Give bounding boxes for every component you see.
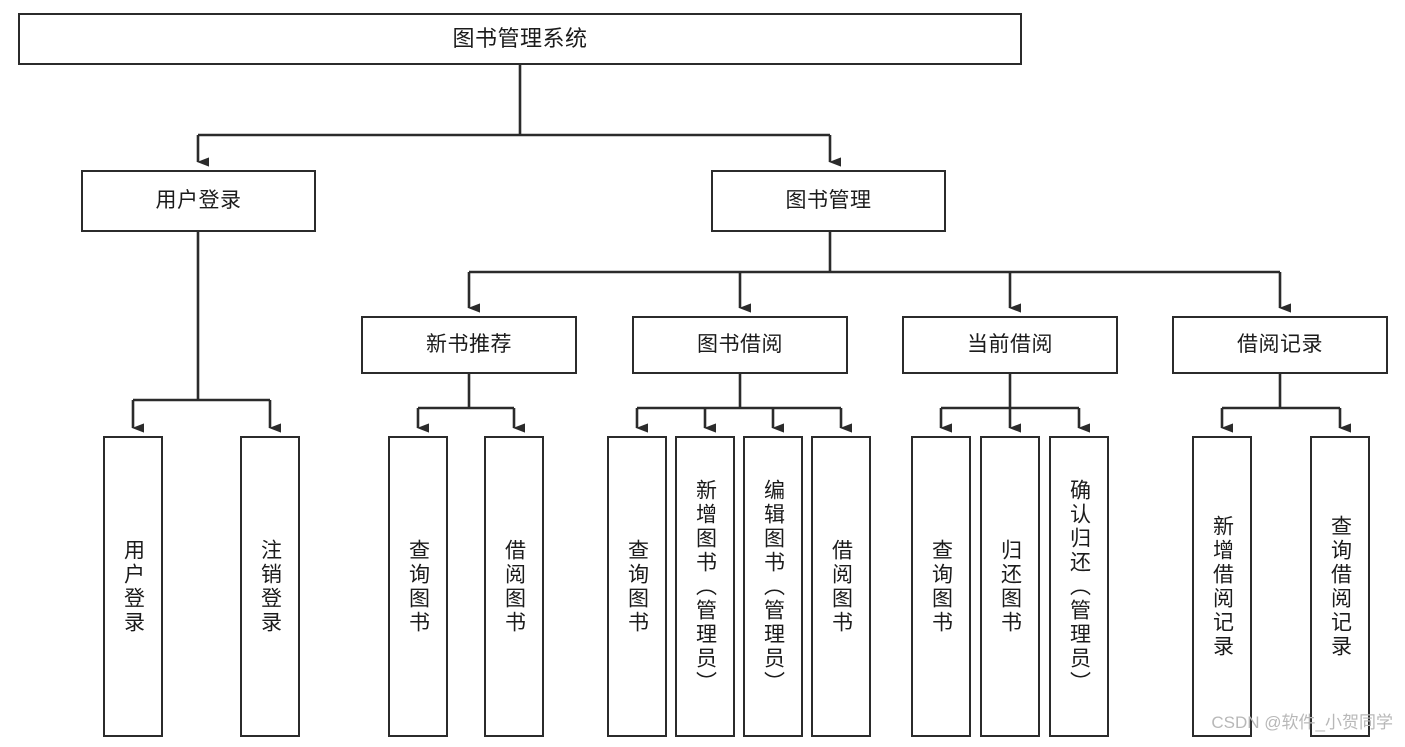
- node-borrow-record[interactable]: 借阅记录: [1172, 316, 1388, 374]
- node-leaf-query-record[interactable]: 查询借阅记录: [1310, 436, 1370, 737]
- node-book-borrow-label: 图书借阅: [697, 333, 783, 357]
- node-leaf-query-book-2[interactable]: 查询图书: [607, 436, 667, 737]
- node-leaf-add-record[interactable]: 新增借阅记录: [1192, 436, 1252, 737]
- node-leaf-add-book[interactable]: 新增图书（管理员）: [675, 436, 735, 737]
- node-leaf-logout-label: 注销登录: [258, 538, 282, 635]
- node-book-manage[interactable]: 图书管理: [711, 170, 946, 232]
- node-book-borrow[interactable]: 图书借阅: [632, 316, 848, 374]
- node-leaf-edit-book-label: 编辑图书（管理员）: [761, 478, 785, 695]
- node-leaf-query-book-2-label: 查询图书: [625, 538, 649, 635]
- node-leaf-edit-book[interactable]: 编辑图书（管理员）: [743, 436, 803, 737]
- node-leaf-add-book-label: 新增图书（管理员）: [693, 478, 717, 695]
- node-leaf-query-book-1[interactable]: 查询图书: [388, 436, 448, 737]
- node-leaf-borrow-book-2[interactable]: 借阅图书: [811, 436, 871, 737]
- node-leaf-confirm-return[interactable]: 确认归还（管理员）: [1049, 436, 1109, 737]
- node-current-borrow-label: 当前借阅: [967, 333, 1053, 357]
- node-borrow-record-label: 借阅记录: [1237, 333, 1323, 357]
- node-book-manage-label: 图书管理: [785, 189, 872, 213]
- node-leaf-query-book-1-label: 查询图书: [406, 538, 430, 635]
- node-new-book-recommend-label: 新书推荐: [426, 333, 512, 357]
- node-leaf-borrow-book-1[interactable]: 借阅图书: [484, 436, 544, 737]
- node-leaf-return-book-label: 归还图书: [998, 538, 1022, 635]
- node-user-login[interactable]: 用户登录: [81, 170, 316, 232]
- node-leaf-query-book-3[interactable]: 查询图书: [911, 436, 971, 737]
- node-new-book-recommend[interactable]: 新书推荐: [361, 316, 577, 374]
- node-leaf-borrow-book-2-label: 借阅图书: [829, 538, 853, 635]
- node-leaf-return-book[interactable]: 归还图书: [980, 436, 1040, 737]
- node-leaf-user-login-label: 用户登录: [121, 538, 145, 635]
- node-leaf-add-record-label: 新增借阅记录: [1210, 514, 1234, 659]
- node-leaf-borrow-book-1-label: 借阅图书: [502, 538, 526, 635]
- node-root-book-management-system[interactable]: 图书管理系统: [18, 13, 1022, 65]
- node-leaf-confirm-return-label: 确认归还（管理员）: [1067, 478, 1091, 695]
- node-leaf-query-book-3-label: 查询图书: [929, 538, 953, 635]
- node-current-borrow[interactable]: 当前借阅: [902, 316, 1118, 374]
- node-leaf-user-login[interactable]: 用户登录: [103, 436, 163, 737]
- node-user-login-label: 用户登录: [155, 189, 242, 213]
- node-leaf-logout[interactable]: 注销登录: [240, 436, 300, 737]
- node-leaf-query-record-label: 查询借阅记录: [1328, 514, 1352, 659]
- node-root-label: 图书管理系统: [452, 25, 588, 51]
